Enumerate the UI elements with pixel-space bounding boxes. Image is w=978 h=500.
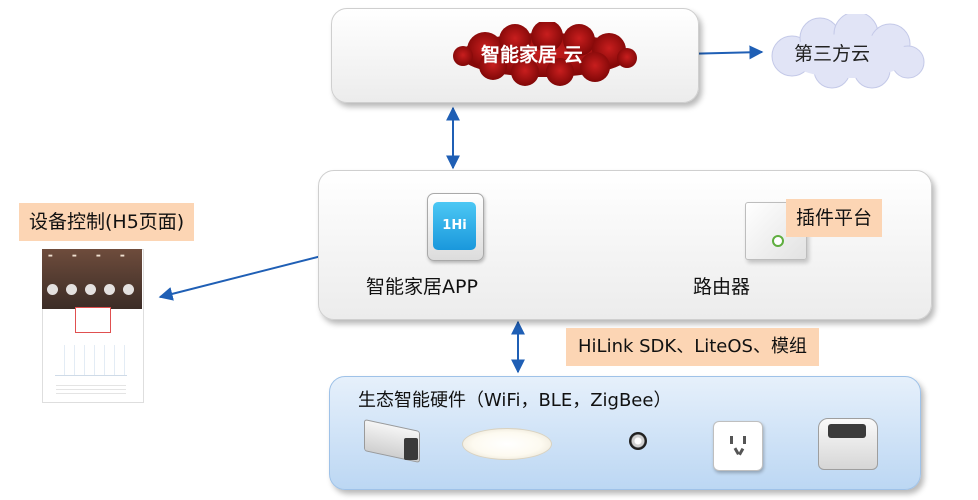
- h5-device-icon: [104, 284, 115, 295]
- h5-tab: ▬: [96, 253, 101, 259]
- spotlight-icon: [629, 432, 647, 450]
- h5-device-icon: [85, 284, 96, 295]
- h5-tab: ▬: [72, 253, 77, 259]
- third-party-cloud-label: 第三方云: [794, 43, 871, 65]
- h5-tab: ▬: [120, 253, 125, 259]
- smart-home-cloud-icon: [453, 22, 637, 86]
- router-led: [772, 235, 784, 247]
- app-icon-screen: 1Hi: [433, 202, 476, 250]
- socket-holes-icon: [730, 436, 746, 456]
- plugin-platform-tag: 插件平台: [786, 199, 883, 237]
- h5-text-lines: [56, 382, 126, 394]
- h5-selected-card: [75, 307, 111, 333]
- smart-home-cloud-label: 智能家居 云: [481, 44, 583, 66]
- app-layer-panel: [318, 170, 932, 320]
- ceiling-lamp-icon: [462, 428, 552, 460]
- device-control-tag: 设备控制(H5页面): [19, 203, 195, 241]
- h5-tab: ▬: [48, 253, 53, 259]
- air-purifier-display-icon: [828, 424, 866, 438]
- h5-page-header: [42, 249, 142, 309]
- third-party-cloud-icon: [771, 14, 925, 89]
- protocol-tag: HiLink SDK、LiteOS、模组: [566, 328, 819, 366]
- smart-socket-icon: [713, 421, 763, 471]
- smart-home-app-label: 智能家居APP: [366, 276, 478, 298]
- h5-room-sketch: [55, 345, 127, 376]
- hardware-title: 生态智能硬件（WiFi，BLE，ZigBee）: [358, 390, 672, 411]
- router-label: 路由器: [693, 276, 751, 298]
- gateway-connector-icon: [404, 438, 418, 460]
- h5-device-icon: [123, 284, 134, 295]
- h5-device-icon: [47, 284, 58, 295]
- h5-device-icon: [66, 284, 77, 295]
